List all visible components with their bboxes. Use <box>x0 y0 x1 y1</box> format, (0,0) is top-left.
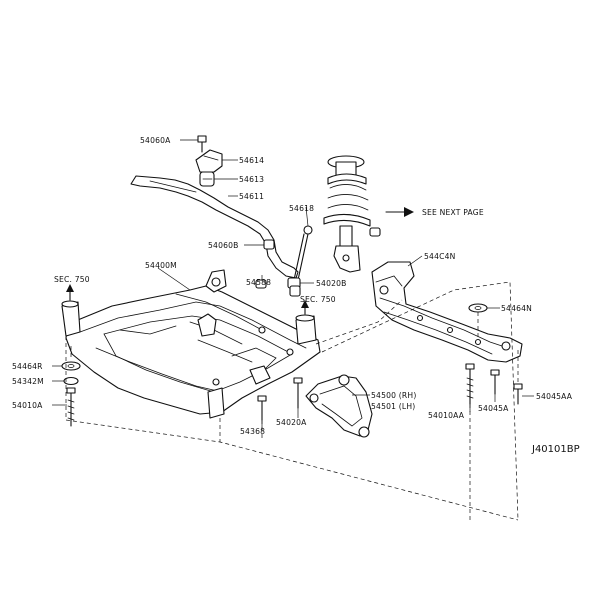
label-54045AA: 54045AA <box>536 392 573 401</box>
label-54010AA: 54010AA <box>428 411 465 420</box>
stabilizer-bar <box>130 175 299 279</box>
washer-54020B <box>289 285 301 297</box>
label-54368: 54368 <box>240 427 265 436</box>
label-54613: 54613 <box>239 175 264 184</box>
strut-assembly <box>323 155 414 273</box>
label-54500-rh: 54500 (RH) <box>371 391 416 400</box>
bolt-54368 <box>257 395 267 421</box>
bolt-54010A <box>66 387 76 427</box>
label-54010A: 54010A <box>12 401 43 410</box>
label-54611: 54611 <box>239 192 264 201</box>
label-sec-750-right: SEC. 750 <box>300 295 336 304</box>
nut-54060B <box>263 239 275 250</box>
label-54618: 54618 <box>289 204 314 213</box>
label-54501-lh: 54501 (LH) <box>371 402 415 411</box>
diagram-code: J40101BP <box>531 444 580 455</box>
label-54342M: 54342M <box>12 377 44 386</box>
label-54020A: 54020A <box>276 418 307 427</box>
bolt-54045A <box>490 369 500 395</box>
label-54060B: 54060B <box>208 241 239 250</box>
label-sec-750-left: SEC. 750 <box>54 275 90 284</box>
sec-750-arrow-right <box>301 300 309 315</box>
label-54045A: 54045A <box>478 404 509 413</box>
connecting-rod-54618 <box>287 225 313 289</box>
label-54020B: 54020B <box>316 279 347 288</box>
label-54464N: 54464N <box>501 304 532 313</box>
stabilizer-bushing-54613 <box>199 171 215 187</box>
label-54464R: 54464R <box>12 362 43 371</box>
nut-54588 <box>255 279 267 289</box>
label-54614: 54614 <box>239 156 264 165</box>
washer-54464N <box>468 303 488 313</box>
bolt-54060A <box>197 135 207 153</box>
leader-lines <box>52 139 534 428</box>
label-54060A: 54060A <box>140 136 171 145</box>
transverse-link <box>305 374 373 438</box>
bushing-washer-54464R <box>61 361 81 371</box>
rear-member <box>371 261 523 363</box>
stabilizer-clamp-54614 <box>195 149 223 173</box>
front-suspension-member <box>61 269 321 419</box>
label-544C4N: 544C4N <box>424 252 456 261</box>
bolt-54010AA <box>465 363 475 405</box>
label-see-next-page: SEE NEXT PAGE <box>422 208 484 217</box>
sec-750-arrow-left <box>66 284 74 301</box>
bolt-54045AA <box>513 383 523 405</box>
label-54400M: 54400M <box>145 261 177 270</box>
bolt-54020A <box>293 377 303 409</box>
label-54588: 54588 <box>246 278 271 287</box>
assembly-dashed-lines <box>65 281 519 521</box>
part-labels: 54060A 54614 54613 54611 54618 54060B 54… <box>12 136 580 455</box>
